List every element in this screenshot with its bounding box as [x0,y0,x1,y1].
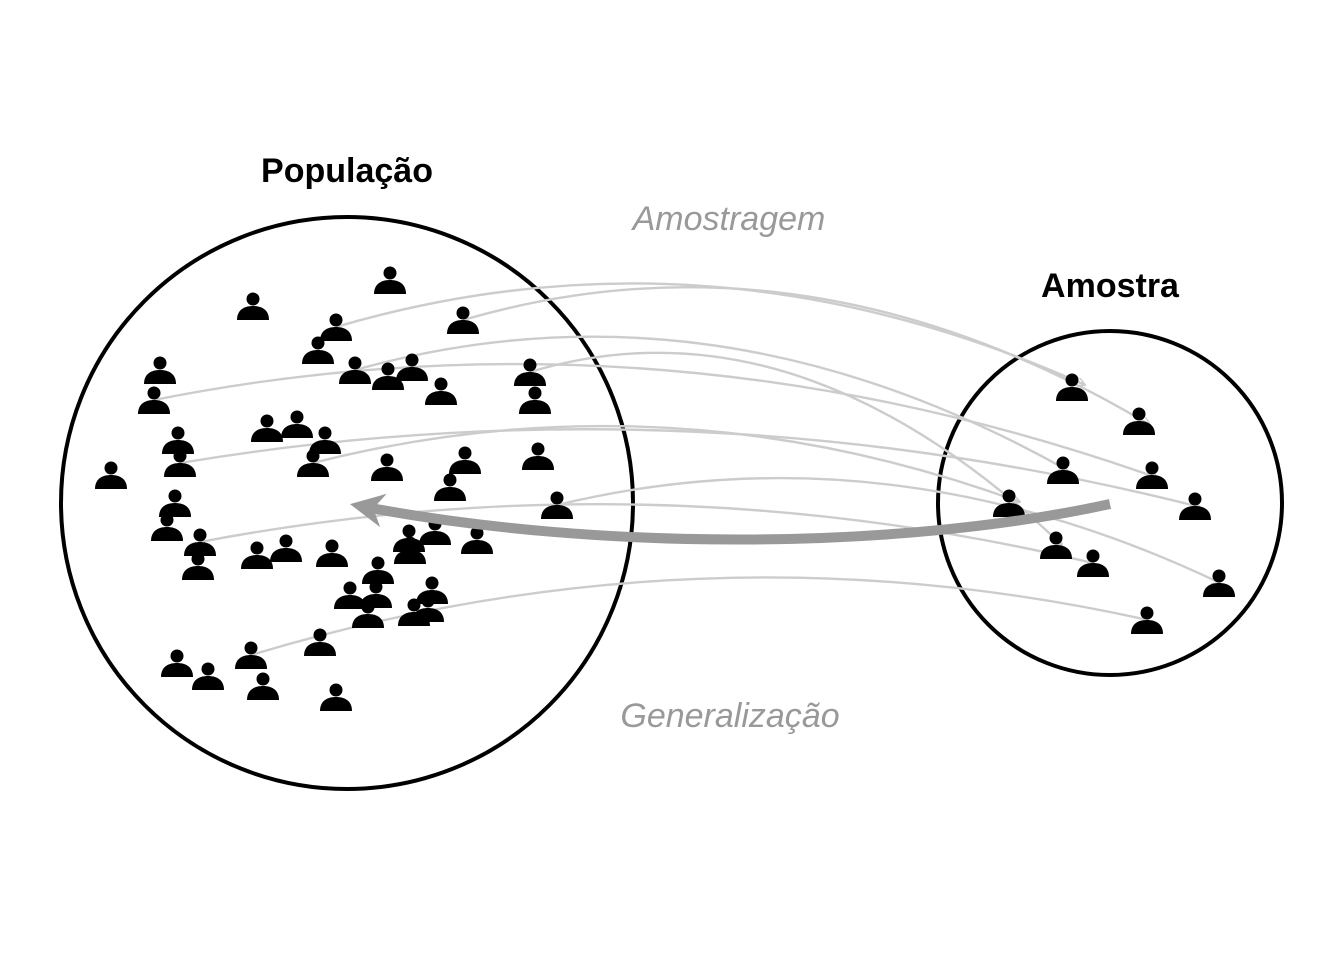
person-icon [461,526,493,554]
person-icon [151,513,183,541]
people-layer [95,266,1235,711]
person-icon [1047,456,1079,484]
sampling-arrows [153,282,1220,657]
person-icon [1179,492,1211,520]
generalization-arrow [349,493,1112,545]
person-icon [514,358,546,386]
sampling-arrow [199,502,1093,563]
person-icon [425,377,457,405]
person-icon [352,600,384,628]
generalization-label: Generalização [620,697,839,735]
person-icon [164,449,196,477]
person-icon [339,356,371,384]
person-icon [1136,461,1168,489]
sampling-label: Amostragem [631,200,826,238]
person-icon [993,489,1025,517]
person-icon [320,683,352,711]
sampling-arrow [556,476,1220,583]
person-icon [270,534,302,562]
person-icon [182,552,214,580]
person-icon [1131,606,1163,634]
person-icon [1040,531,1072,559]
person-icon [447,306,479,334]
person-icon [362,556,394,584]
person-icon [371,453,403,481]
person-icon [309,426,341,454]
person-icon [192,662,224,690]
person-icon [241,541,273,569]
person-icon [138,386,170,414]
sample-label: Amostra [1041,267,1180,305]
person-icon [374,266,406,294]
population-label: População [261,152,433,190]
person-icon [394,536,426,564]
person-icon [1203,569,1235,597]
person-icon [372,362,404,390]
person-icon [95,461,127,489]
sample-circle [936,329,1284,677]
sampling-arrow [335,282,1085,385]
person-icon [1077,549,1109,577]
person-icon [541,491,573,519]
person-icon [522,442,554,470]
person-icon [1056,373,1088,401]
person-icon [251,414,283,442]
person-icon [302,336,334,364]
person-icon [304,628,336,656]
person-icon [1123,407,1155,435]
person-icon [334,581,366,609]
person-icon [159,489,191,517]
person-icon [162,426,194,454]
person-icon [144,356,176,384]
sampling-arrow [312,424,1020,502]
person-icon [519,386,551,414]
person-icon [396,353,428,381]
person-icon [434,473,466,501]
sampling-arrow [529,351,1062,545]
person-icon [161,649,193,677]
population-circle [59,215,635,791]
person-icon [237,292,269,320]
person-icon [320,313,352,341]
person-icon [449,446,481,474]
person-icon [247,672,279,700]
person-icon [297,449,329,477]
person-icon [316,539,348,567]
sampling-arrow [153,362,1158,478]
person-icon [281,410,313,438]
person-icon [184,528,216,556]
sampling-arrow [462,286,1150,425]
person-icon [412,594,444,622]
person-icon [235,641,267,669]
